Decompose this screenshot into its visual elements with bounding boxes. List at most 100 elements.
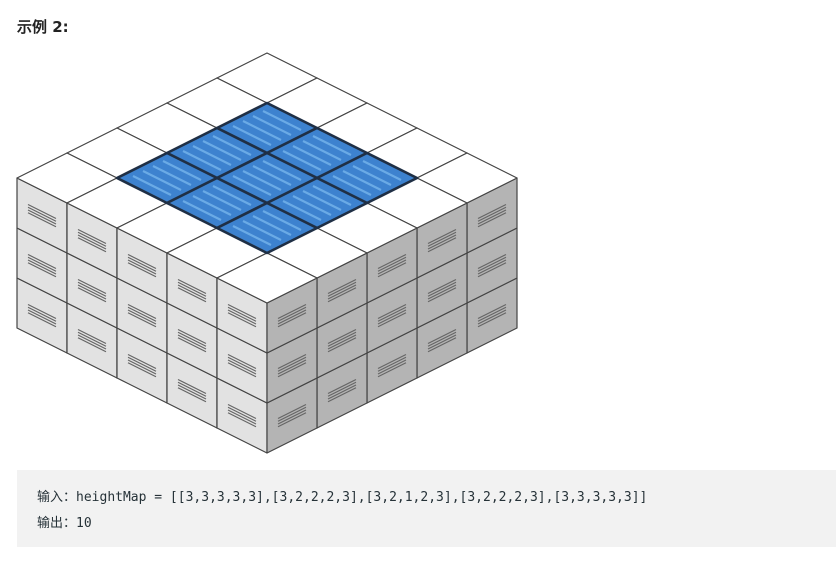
water-stripe	[202, 190, 242, 211]
water-stripe	[252, 215, 292, 236]
vent-line	[227, 403, 257, 420]
water-stripe	[262, 160, 302, 181]
vent-line	[427, 228, 457, 245]
water-stripe	[242, 220, 282, 241]
water-stripe	[182, 200, 222, 221]
vent-line	[177, 287, 207, 303]
vent-line	[127, 259, 157, 275]
vent-line	[177, 334, 207, 350]
water-cells	[115, 101, 419, 255]
water-stripe	[152, 165, 192, 186]
cube-top-face	[216, 252, 318, 304]
vent-line	[327, 334, 357, 350]
vent-line	[427, 237, 457, 253]
input-value: heightMap = [[3,3,3,3,3],[3,2,2,2,3],[3,…	[76, 490, 648, 505]
vent-line	[77, 228, 107, 245]
vent-line	[327, 278, 357, 295]
water-stripe	[232, 125, 272, 146]
input-line: 输入：heightMap = [[3,3,3,3,3],[3,2,2,2,3],…	[37, 485, 836, 511]
vent-line	[77, 328, 107, 345]
water-stripe	[262, 110, 302, 131]
vent-line	[127, 306, 157, 322]
vent-line	[177, 378, 207, 395]
vent-line	[127, 253, 157, 270]
vent-line	[477, 306, 507, 322]
water-stripe	[232, 175, 272, 196]
vent-line	[427, 281, 457, 297]
vent-line	[427, 337, 457, 353]
vent-line	[327, 331, 357, 347]
water-stripe	[302, 190, 342, 211]
output-line: 输出：10	[37, 511, 836, 537]
vent-line	[377, 353, 407, 370]
water-stripe	[252, 115, 292, 136]
vent-line	[27, 256, 57, 272]
water-stripe	[242, 170, 282, 191]
vent-line	[227, 409, 257, 425]
vent-line	[277, 403, 307, 420]
vent-line	[177, 281, 207, 297]
vent-line	[377, 309, 407, 325]
vent-line	[277, 309, 307, 325]
vent-line	[227, 406, 257, 422]
vent-line	[27, 306, 57, 322]
vent-line	[477, 253, 507, 270]
vent-line	[427, 278, 457, 295]
vent-line	[277, 306, 307, 322]
vent-line	[27, 262, 57, 278]
vent-line	[177, 284, 207, 300]
vent-line	[227, 362, 257, 378]
water-stripe	[292, 145, 332, 166]
vent-line	[377, 356, 407, 372]
vent-line	[127, 353, 157, 370]
vent-line	[427, 234, 457, 250]
water-cell	[215, 201, 319, 255]
water-stripe	[282, 150, 322, 171]
vent-line	[77, 337, 107, 353]
vent-line	[27, 206, 57, 222]
vent-line	[177, 387, 207, 403]
vent-line	[77, 334, 107, 350]
vent-line	[277, 353, 307, 370]
vent-line	[177, 331, 207, 347]
vent-line	[27, 203, 57, 220]
water-stripe	[352, 165, 392, 186]
output-label: 输出：	[37, 516, 77, 531]
vent-line	[177, 384, 207, 400]
vent-line	[277, 312, 307, 328]
vent-line	[427, 231, 457, 247]
vent-line	[277, 303, 307, 320]
vent-line	[177, 381, 207, 397]
vent-line	[277, 359, 307, 375]
example-code-block: 输入：heightMap = [[3,3,3,3,3],[3,2,2,2,3],…	[17, 470, 836, 547]
vent-line	[377, 262, 407, 278]
vent-line	[77, 278, 107, 295]
vent-line	[77, 234, 107, 250]
vent-line	[427, 328, 457, 345]
input-label: 输入：	[37, 490, 77, 505]
vent-line	[27, 312, 57, 328]
vent-line	[27, 209, 57, 225]
vent-line	[327, 281, 357, 297]
vent-line	[477, 256, 507, 272]
vent-line	[227, 353, 257, 370]
vent-line	[327, 387, 357, 403]
vent-line	[77, 237, 107, 253]
water-stripe	[202, 140, 242, 161]
water-stripe	[302, 140, 342, 161]
water-stripe	[192, 145, 232, 166]
vent-line	[377, 359, 407, 375]
vent-line	[227, 309, 257, 325]
vent-line	[127, 356, 157, 372]
vent-line	[477, 206, 507, 222]
vent-line	[377, 306, 407, 322]
water-stripe	[192, 195, 232, 216]
vent-line	[427, 284, 457, 300]
vent-line	[127, 362, 157, 378]
vent-line	[227, 312, 257, 328]
vent-line	[277, 409, 307, 425]
water-stripe	[182, 150, 222, 171]
water-stripe	[292, 195, 332, 216]
vent-line	[377, 259, 407, 275]
